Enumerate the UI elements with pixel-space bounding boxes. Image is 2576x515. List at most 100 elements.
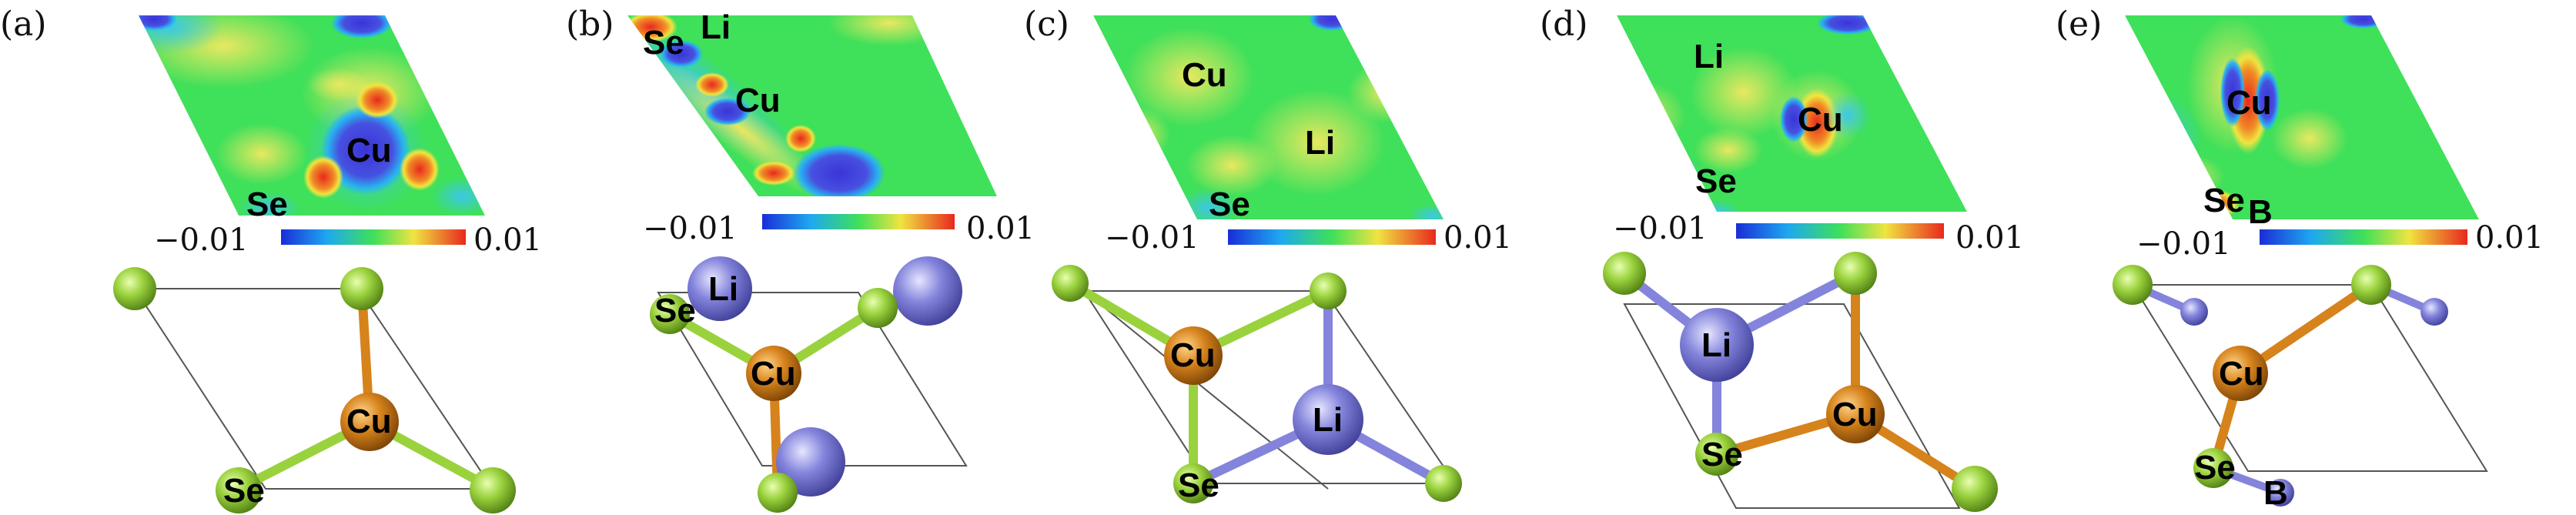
colorbar-min: −0.01 [643,211,738,246]
atom-cu [746,346,801,401]
unit-cell [657,292,968,467]
cell-diagonal [1083,290,1329,490]
structure-label-li: Li [1701,326,1731,364]
colorbar-gradient [1228,229,1436,245]
charge-density-map: Cu Se B [2125,15,2479,231]
colorbar-max: 0.01 [1955,220,2024,256]
atom-b [2180,298,2208,326]
atom-li [1680,308,1754,382]
panel-b-figure: Li Se Cu −0.01 0.01 Li Se Cu [627,8,1035,513]
atom-se [1052,265,1089,302]
atom-se [1603,252,1646,295]
colorbar: −0.01 0.01 [154,222,542,258]
colorbar-min: −0.01 [154,222,249,258]
crystal-structure: Cu Se [113,267,516,513]
atom-se [650,294,690,334]
map-label-se: Se [643,24,684,62]
map-label-se: Se [1695,162,1737,200]
atom-b [2267,479,2294,507]
charge-density-map: Li Cu Se [1617,15,1967,212]
atom-se [470,467,516,513]
map-label-se: Se [2203,182,2245,219]
charge-density-map: Cu Li Se [1093,15,1444,223]
panel-a: (a) Cu Se [0,0,542,515]
atom-li [687,256,752,321]
map-label-cu: Cu [1182,56,1227,94]
map-label-cu: Cu [2226,84,2272,122]
panel-label: (e) [2056,5,2103,44]
crystal-structure: Cu B Se [2113,265,2488,512]
structure-label-se: Se [223,472,265,510]
atom-se [1425,465,1462,502]
colorbar: −0.01 0.01 [1613,211,2024,256]
atom-li [776,427,845,497]
structure-label-cu: Cu [2219,355,2264,393]
crystal-structure: Li Cu Se [1603,252,1998,512]
panel-d: (d) Li Cu Se −0.01 0.01 [1540,0,2055,515]
atom-se [1695,433,1738,476]
map-label-li: Li [1694,38,1724,75]
charge-density-map: Cu Se [139,15,485,223]
structure-label-li: Li [708,270,738,308]
colorbar-min: −0.01 [1105,220,1199,256]
colorbar-min: −0.01 [2136,226,2231,262]
structure-label-se: Se [654,292,696,329]
colorbar-max: 0.01 [2475,220,2544,256]
structure-label-cu: Cu [1170,336,1216,374]
panel-d-figure: Li Cu Se −0.01 0.01 Li Cu Se [1603,15,2024,512]
structure-label-se: Se [1178,467,1219,504]
unit-cell [1623,303,1961,509]
panel-c: (c) Cu Li Se −0.01 0.01 [1024,0,1539,515]
crystal-structure: Li Se Cu [650,256,968,513]
unit-cell [2131,284,2488,472]
colorbar-max: 0.01 [473,222,542,258]
crystal-structure: Cu Li Se [1052,265,1462,504]
atom-cu [2213,346,2268,401]
atom-li [893,256,962,326]
atom-cu [1164,326,1223,385]
colorbar-gradient [281,229,466,245]
colorbar-gradient [762,214,955,229]
colorbar-max: 0.01 [966,211,1035,246]
panel-e-figure: Cu Se B −0.01 0.01 Cu B Se [2113,15,2544,512]
atom-se [2193,448,2233,488]
atom-se [2351,265,2391,305]
atom-se [1834,252,1877,295]
atom-se [1173,463,1213,503]
colorbar: −0.01 0.01 [1105,220,1512,256]
atom-se [758,473,798,513]
structure-label-cu: Cu [751,355,796,393]
atom-se [216,467,262,513]
atom-se [858,288,898,328]
map-label-cu: Cu [735,82,781,119]
colorbar-gradient [1736,223,1944,239]
panel-label: (b) [566,5,614,44]
panel-label: (c) [1024,5,1069,44]
atom-cu [340,393,399,451]
colorbar-min: −0.01 [1613,211,1708,246]
map-label-se: Se [246,186,288,223]
colorbar-gradient [2260,229,2467,245]
colorbar: −0.01 0.01 [643,211,1035,246]
map-label-li: Li [1305,124,1335,162]
atom-se [1952,466,1998,512]
map-label-cu: Cu [1798,101,1843,139]
atom-se [2113,265,2153,305]
colorbar-max: 0.01 [1444,220,1512,256]
structure-label-b: B [2263,474,2288,512]
panel-label: (d) [1540,5,1588,44]
atom-b [2420,298,2448,326]
structure-label-se: Se [1701,436,1743,473]
panel-c-figure: Cu Li Se −0.01 0.01 Cu Li Se [1052,15,1512,504]
panel-b: (b) Li Se Cu −0.01 0.01 [566,0,1081,515]
structure-label-cu: Cu [1832,396,1878,433]
atom-se [1310,273,1347,309]
panel-a-figure: Cu Se −0.01 0.01 Cu Se [113,15,542,513]
structure-label-li: Li [1313,401,1343,439]
atom-li [1293,384,1363,455]
colorbar: −0.01 0.01 [2136,220,2544,262]
panel-label: (a) [0,5,47,44]
map-label-se: Se [1209,186,1250,223]
structure-label-se: Se [2194,449,2236,487]
charge-density-map: Li Se Cu [627,8,997,196]
